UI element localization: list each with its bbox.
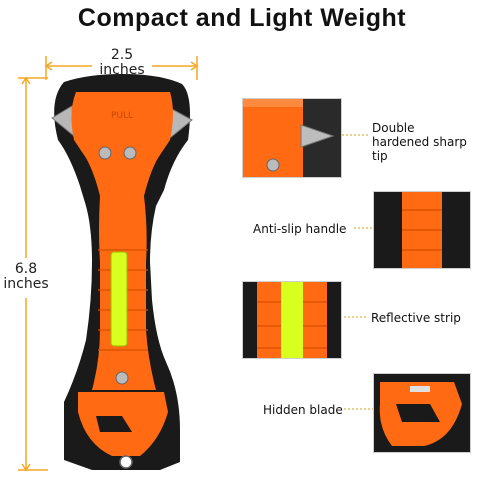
reflective-strip bbox=[110, 251, 128, 347]
width-dimension-line bbox=[44, 56, 199, 80]
detail-panel-reflective bbox=[242, 281, 342, 359]
feature-label-sharp-tip: Double hardened sharp tip bbox=[372, 121, 467, 163]
feature-label-reflective: Reflective strip bbox=[371, 311, 461, 325]
hammer-orange-head bbox=[71, 92, 173, 196]
blade-closeup-image bbox=[374, 374, 470, 452]
reflective-closeup-image bbox=[243, 282, 341, 358]
width-unit: inches bbox=[99, 62, 145, 78]
pull-text: PULL bbox=[111, 111, 133, 121]
screw-icon bbox=[98, 146, 112, 160]
key-ring-hole bbox=[119, 455, 133, 469]
height-dimension-line bbox=[18, 76, 48, 472]
width-dimension-label: 2.5 inches bbox=[92, 48, 152, 78]
page-title: Compact and Light Weight bbox=[77, 4, 407, 32]
height-unit: inches bbox=[3, 276, 49, 292]
handle-closeup-image bbox=[374, 192, 470, 268]
detail-panel-blade bbox=[373, 373, 471, 453]
width-value: 2.5 bbox=[110, 47, 134, 63]
tip-closeup-image bbox=[243, 99, 341, 177]
safety-hammer: PULL bbox=[51, 74, 193, 470]
feature-label-hidden-blade: Hidden blade bbox=[263, 403, 343, 417]
feature-label-anti-slip: Anti-slip handle bbox=[253, 222, 347, 236]
height-dimension-label: 6.8 inches bbox=[0, 262, 52, 292]
height-value: 6.8 bbox=[14, 261, 38, 277]
blade-slot bbox=[96, 416, 132, 432]
screw-icon bbox=[115, 371, 129, 385]
detail-panel-handle bbox=[373, 191, 471, 269]
screw-icon bbox=[123, 146, 137, 160]
detail-panel-tip bbox=[242, 98, 342, 178]
